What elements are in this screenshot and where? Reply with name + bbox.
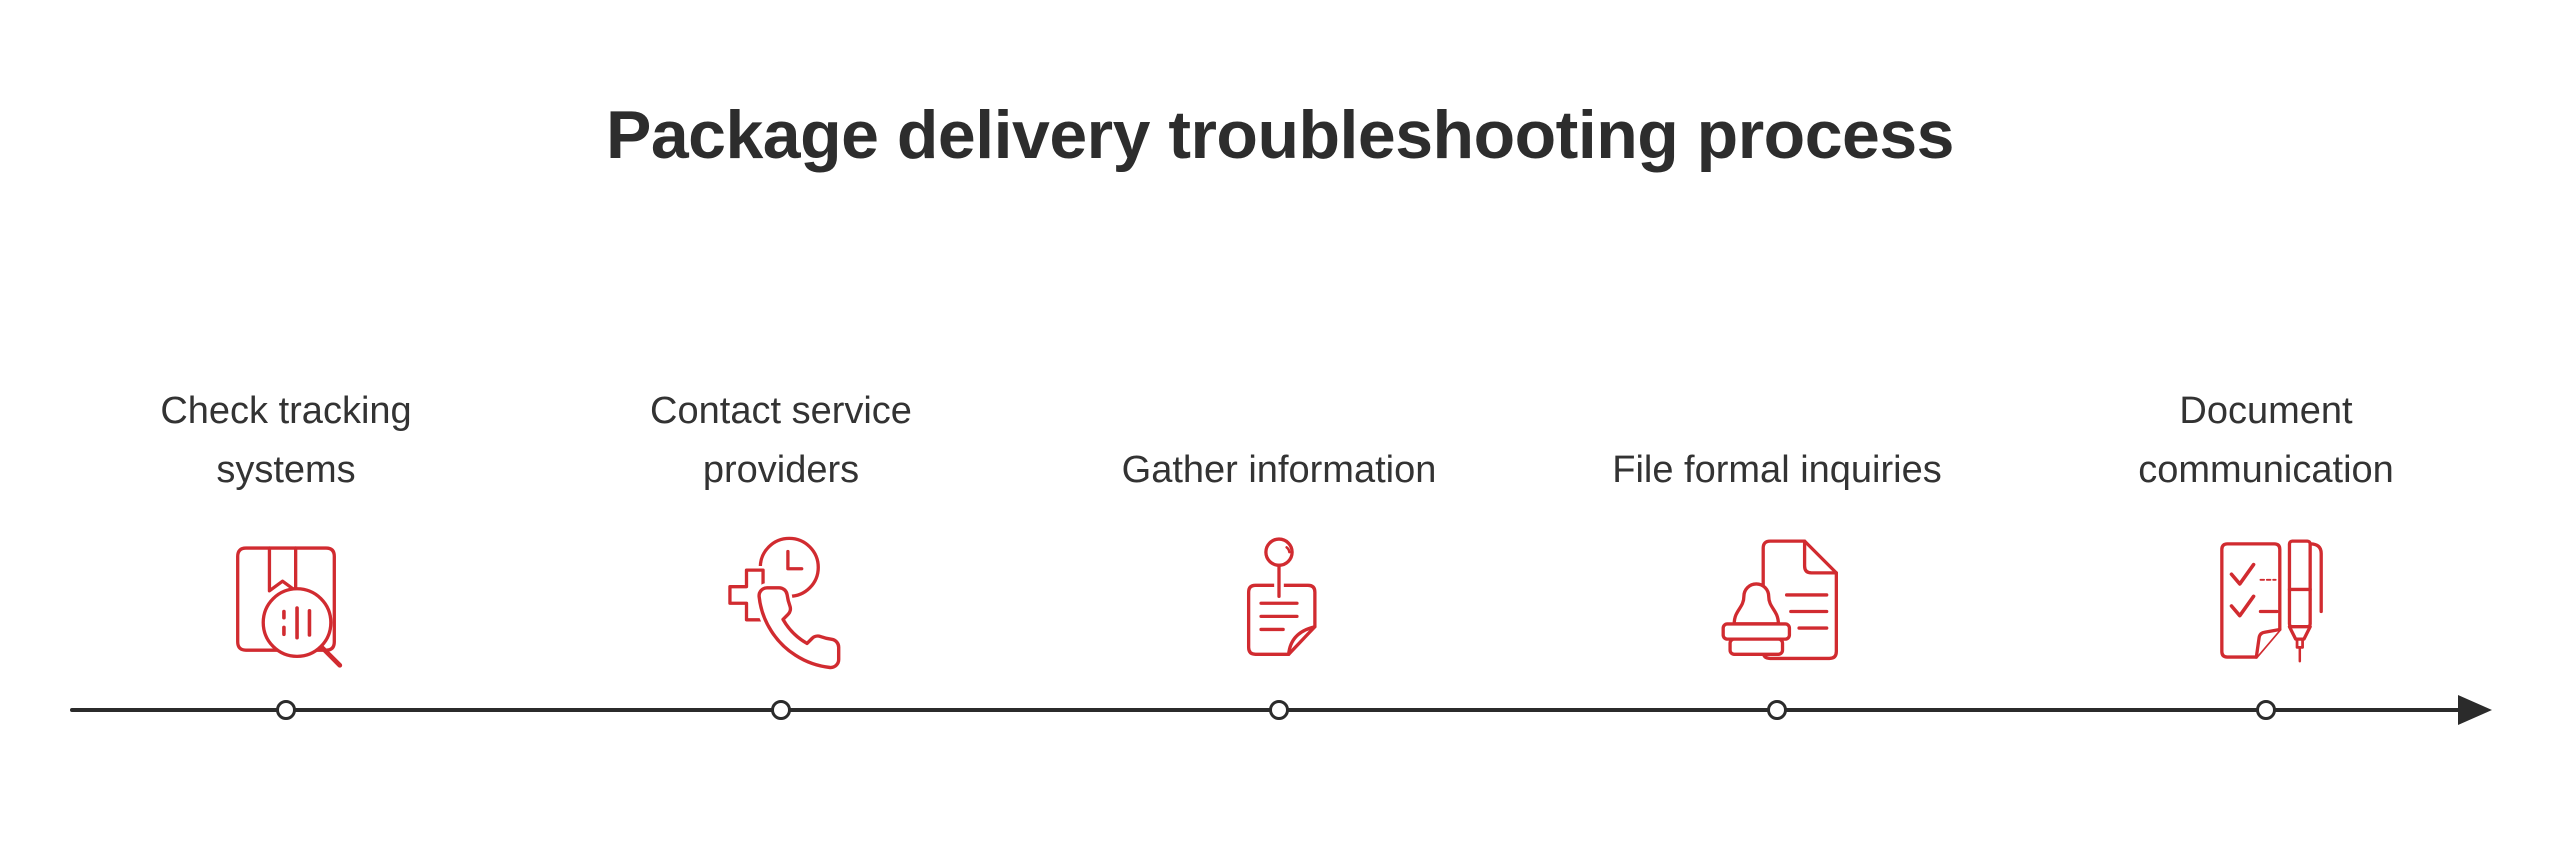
step-gather-information: Gather information <box>1029 372 1529 682</box>
step-document-communication: Document communication <box>2016 372 2516 682</box>
step-check-tracking-systems: Check tracking systems <box>36 372 536 682</box>
step-label: Check tracking systems <box>160 390 412 492</box>
step-label: Contact service providers <box>650 390 912 492</box>
timeline-line <box>70 708 2462 712</box>
step-file-formal-inquiries: File formal inquiries <box>1527 372 2027 682</box>
step-contact-service-providers: Contact service providers <box>531 372 1031 682</box>
step-label: File formal inquiries <box>1612 449 1942 492</box>
step-label: Document communication <box>2138 390 2394 492</box>
package-magnifier-icon <box>36 530 536 682</box>
timeline-node-3 <box>1269 700 1289 720</box>
timeline-node-4 <box>1767 700 1787 720</box>
document-stamp-icon <box>1527 530 2027 682</box>
step-label: Gather information <box>1121 449 1437 492</box>
timeline-node-2 <box>771 700 791 720</box>
timeline-node-1 <box>276 700 296 720</box>
checklist-pen-icon <box>2016 530 2516 682</box>
pinned-note-icon <box>1029 530 1529 682</box>
timeline-node-5 <box>2256 700 2276 720</box>
phone-clock-plus-icon <box>531 530 1031 682</box>
page-title: Package delivery troubleshooting process <box>605 97 1955 173</box>
timeline-arrow-icon <box>2458 695 2492 725</box>
